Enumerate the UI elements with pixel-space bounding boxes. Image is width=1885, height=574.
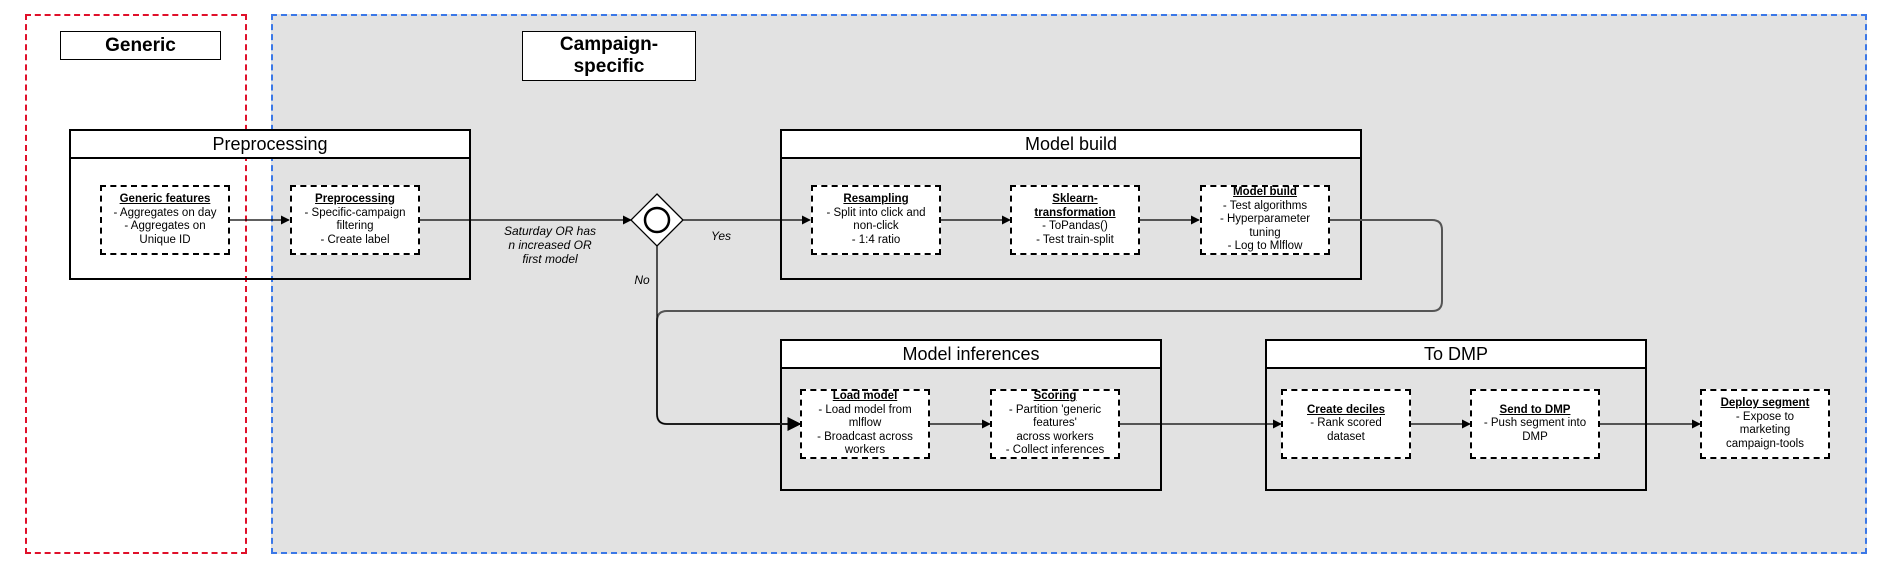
step-line: - Test algorithms: [1222, 199, 1308, 212]
step-model-build: Model build - Test algorithms - Hyperpar…: [1200, 185, 1330, 255]
step-scoring: Scoring - Partition 'generic features' a…: [990, 389, 1120, 459]
step-line: - Split into click and: [826, 206, 926, 219]
step-load-model: Load model - Load model from mlflow - Br…: [800, 389, 930, 459]
campaign-lane-label-text: Campaign- specific: [559, 34, 659, 77]
edge-gateway-no-branch: [656, 246, 801, 429]
step-line: mlflow: [848, 417, 882, 430]
step-line: - Specific-campaign: [304, 206, 406, 219]
step-line: - Push segment into: [1483, 417, 1587, 430]
to-dmp-group: To DMP: [1265, 339, 1647, 491]
step-line: - Expose to: [1735, 410, 1795, 423]
step-deploy-segment-title: Deploy segment: [1720, 397, 1810, 409]
generic-lane-label-text: Generic: [105, 34, 176, 56]
no-label: No: [634, 273, 650, 287]
preprocessing-group-title: Preprocessing: [71, 131, 469, 159]
model-build-group-title: Model build: [782, 131, 1360, 159]
step-preprocessing-title: Preprocessing: [315, 193, 395, 205]
decision-gateway: [630, 193, 684, 247]
step-line: workers: [844, 444, 886, 457]
step-line: - Aggregates on: [124, 220, 206, 232]
step-generic-features-title: Generic features: [119, 193, 211, 205]
generic-lane: [25, 14, 247, 554]
step-line: - Hyperparameter: [1219, 213, 1311, 226]
gateway-circle: [643, 206, 671, 234]
model-build-group: Model build: [780, 129, 1362, 280]
campaign-specific-lane: [271, 14, 1867, 554]
step-sklearn-title: Sklearn- transformation: [1034, 193, 1116, 219]
step-generic-features: Generic features - Aggregates on day - A…: [100, 185, 230, 255]
step-sklearn-transformation: Sklearn- transformation - ToPandas() - T…: [1010, 185, 1140, 255]
step-send-to-dmp: Send to DMP - Push segment into DMP: [1470, 389, 1600, 459]
step-line: filtering: [336, 220, 374, 232]
step-line: campaign-tools: [1726, 437, 1804, 450]
step-send-to-dmp-title: Send to DMP: [1499, 403, 1571, 416]
step-line: - Rank scored: [1310, 417, 1382, 430]
step-line: - 1:4 ratio: [851, 233, 901, 246]
campaign-lane-label: Campaign- specific: [522, 31, 696, 81]
step-line: - Partition 'generic: [1008, 403, 1102, 416]
step-preprocessing: Preprocessing - Specific-campaign filter…: [290, 185, 420, 255]
step-deploy-segment: Deploy segment - Expose to marketing cam…: [1700, 389, 1830, 459]
step-line: across workers: [1016, 430, 1094, 443]
step-line: dataset: [1327, 430, 1365, 443]
step-line: marketing: [1739, 424, 1791, 436]
step-resampling-title: Resampling: [843, 193, 909, 205]
step-model-build-title: Model build: [1233, 186, 1297, 199]
gateway-condition-label: Saturday OR has n increased OR first mod…: [503, 224, 597, 266]
step-line: features': [1033, 417, 1077, 430]
step-create-deciles: Create deciles - Rank scored dataset: [1281, 389, 1411, 459]
model-inferences-group: Model inferences: [780, 339, 1162, 491]
step-line: - Collect inferences: [1005, 444, 1105, 457]
model-inferences-group-title: Model inferences: [782, 341, 1160, 369]
step-resampling: Resampling - Split into click and non-cl…: [811, 185, 941, 255]
step-line: - ToPandas(): [1042, 220, 1108, 232]
step-line: non-click: [853, 220, 899, 232]
step-line: - Log to Mlflow: [1227, 240, 1303, 253]
step-scoring-title: Scoring: [1033, 390, 1077, 403]
step-line: - Broadcast across: [817, 430, 913, 443]
step-line: Unique ID: [139, 233, 191, 246]
step-line: - Aggregates on day: [113, 206, 217, 219]
step-line: - Load model from: [818, 403, 912, 416]
step-create-deciles-title: Create deciles: [1307, 403, 1385, 416]
step-line: DMP: [1522, 430, 1548, 443]
step-load-model-title: Load model: [832, 390, 898, 403]
generic-lane-label: Generic: [60, 31, 221, 60]
preprocessing-group: Preprocessing: [69, 129, 471, 280]
to-dmp-group-title: To DMP: [1267, 341, 1645, 369]
yes-label: Yes: [710, 229, 731, 243]
step-line: tuning: [1249, 226, 1281, 239]
step-line: - Test train-split: [1036, 233, 1114, 246]
step-line: - Create label: [320, 233, 390, 246]
